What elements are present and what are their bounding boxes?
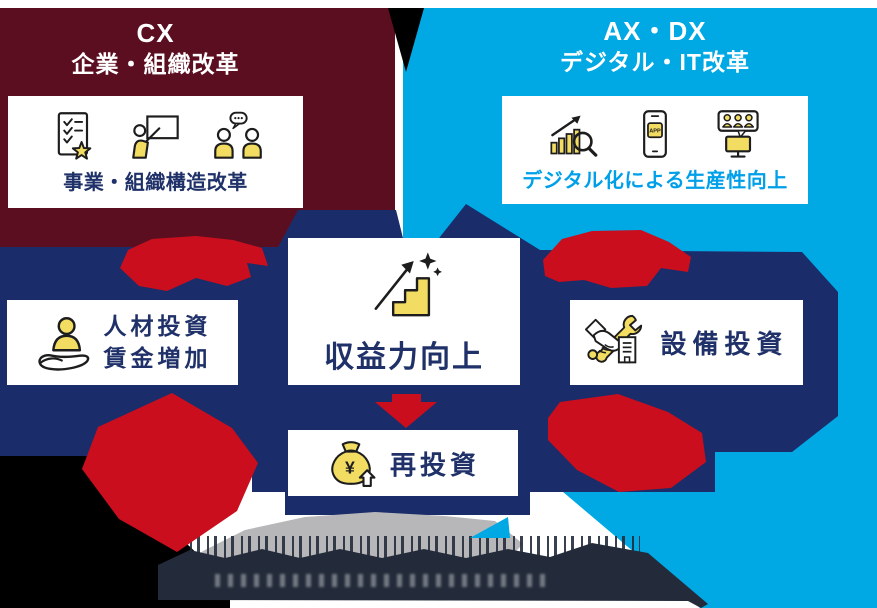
labor-card-line2: 賃金増加: [103, 344, 212, 371]
yen-symbol: ¥: [345, 457, 355, 477]
checklist-star-icon: [48, 110, 100, 162]
dx-title-line2: デジタル・IT改革: [560, 48, 750, 75]
cx-card: 事業・組織構造改革: [8, 96, 303, 208]
people-talking-icon: [212, 110, 264, 162]
dx-card: APP デジタル化によ: [502, 96, 808, 204]
labor-card-label: 人材投資 賃金増加: [104, 311, 212, 373]
dx-card-caption: デジタル化による生産性向上: [522, 169, 788, 192]
money-bag-icon: ¥: [326, 438, 376, 488]
profit-card-label: 収益力向上: [324, 340, 484, 374]
cx-icon-row: [48, 110, 264, 162]
dx-section-title: AX・DX デジタル・IT改革: [502, 16, 808, 76]
reinvest-card-label: 再投資: [389, 449, 480, 480]
cx-title-line2: 企業・組織改革: [71, 50, 240, 77]
hand-person-icon: [34, 314, 92, 372]
equipment-card-label: 設備投資: [660, 329, 789, 359]
distorted-text-strokes: [190, 536, 640, 564]
phone-app-label: APP: [649, 128, 661, 134]
handshake-wrench-building-icon: [584, 312, 646, 374]
cx-card-caption: 事業・組織構造改革: [63, 171, 248, 194]
equipment-investment-card: 設備投資: [570, 300, 803, 385]
cx-section-title: CX 企業・組織改革: [8, 18, 303, 78]
dx-title-line1: AX・DX: [603, 16, 707, 46]
presenter-whiteboard-icon: [130, 110, 182, 162]
distorted-text-highlights: [215, 574, 545, 587]
video-conference-icon: [711, 108, 763, 160]
growth-chart-magnifier-icon: [547, 108, 599, 160]
labor-investment-card: 人材投資 賃金増加: [7, 300, 238, 385]
cx-title-line1: CX: [136, 18, 175, 48]
dx-icon-row: APP: [547, 108, 763, 160]
reinvestment-card: ¥ 再投資: [288, 430, 518, 496]
rising-stairs-icon: [365, 248, 443, 326]
smartphone-app-icon: APP: [629, 108, 681, 160]
profit-improvement-card: 収益力向上: [288, 238, 520, 385]
labor-card-line1: 人材投資: [103, 313, 212, 340]
